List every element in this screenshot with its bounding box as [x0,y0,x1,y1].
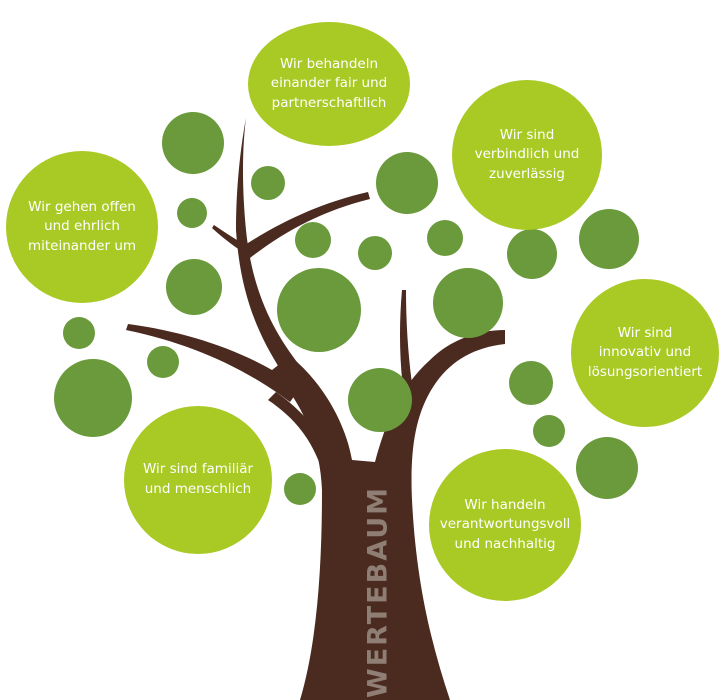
leaf-dark [579,209,639,269]
branch-left-up [236,118,300,372]
value-text-innovativ: Wir sind innovativ und lösungsorientiert [587,324,703,380]
leaf-dark [358,236,392,270]
value-text-verantwortung: Wir handeln verantwortungsvoll und nachh… [439,496,571,552]
leaf-dark [147,346,179,378]
tree-trunk-label: WERTEBAUM [362,485,394,699]
leaf-dark [533,415,565,447]
leaf-dark [509,361,553,405]
value-circle-familiaer: Wir sind familiär und menschlich [124,406,272,554]
branch-center [268,392,334,470]
value-circle-fair: Wir behandeln einander fair und partners… [248,22,410,146]
value-circle-innovativ: Wir sind innovativ und lösungsorientiert [571,279,719,427]
leaf-dark [251,166,285,200]
leaf-dark [427,220,463,256]
value-circle-offen: Wir gehen offen und ehrlich miteinander … [6,151,158,303]
leaf-dark [295,222,331,258]
value-text-verbindlich: Wir sind verbindlich und zuverlässig [474,126,580,182]
leaf-dark [54,359,132,437]
leaf-dark [376,152,438,214]
leaf-dark [576,437,638,499]
leaf-dark [162,112,224,174]
tree-trunk [126,118,505,700]
decorative-leaves [54,112,639,505]
leaf-dark [348,368,412,432]
branch-left-low [126,324,300,402]
trunk-body [272,330,505,700]
value-text-offen: Wir gehen offen und ehrlich miteinander … [27,198,137,254]
value-circle-verbindlich: Wir sind verbindlich und zuverlässig [452,80,602,230]
twig-left [212,225,248,252]
leaf-dark [284,473,316,505]
leaf-dark [433,268,503,338]
value-text-familiaer: Wir sind familiär und menschlich [142,461,254,497]
leaf-dark [177,198,207,228]
leaf-dark [277,268,361,352]
value-text-fair: Wir behandeln einander fair und partners… [270,55,388,111]
value-circle-verantwortung: Wir handeln verantwortungsvoll und nachh… [429,449,581,601]
leaf-dark [63,317,95,349]
branch-mid-right [240,192,370,258]
leaf-dark [166,259,222,315]
leaf-dark [507,229,557,279]
